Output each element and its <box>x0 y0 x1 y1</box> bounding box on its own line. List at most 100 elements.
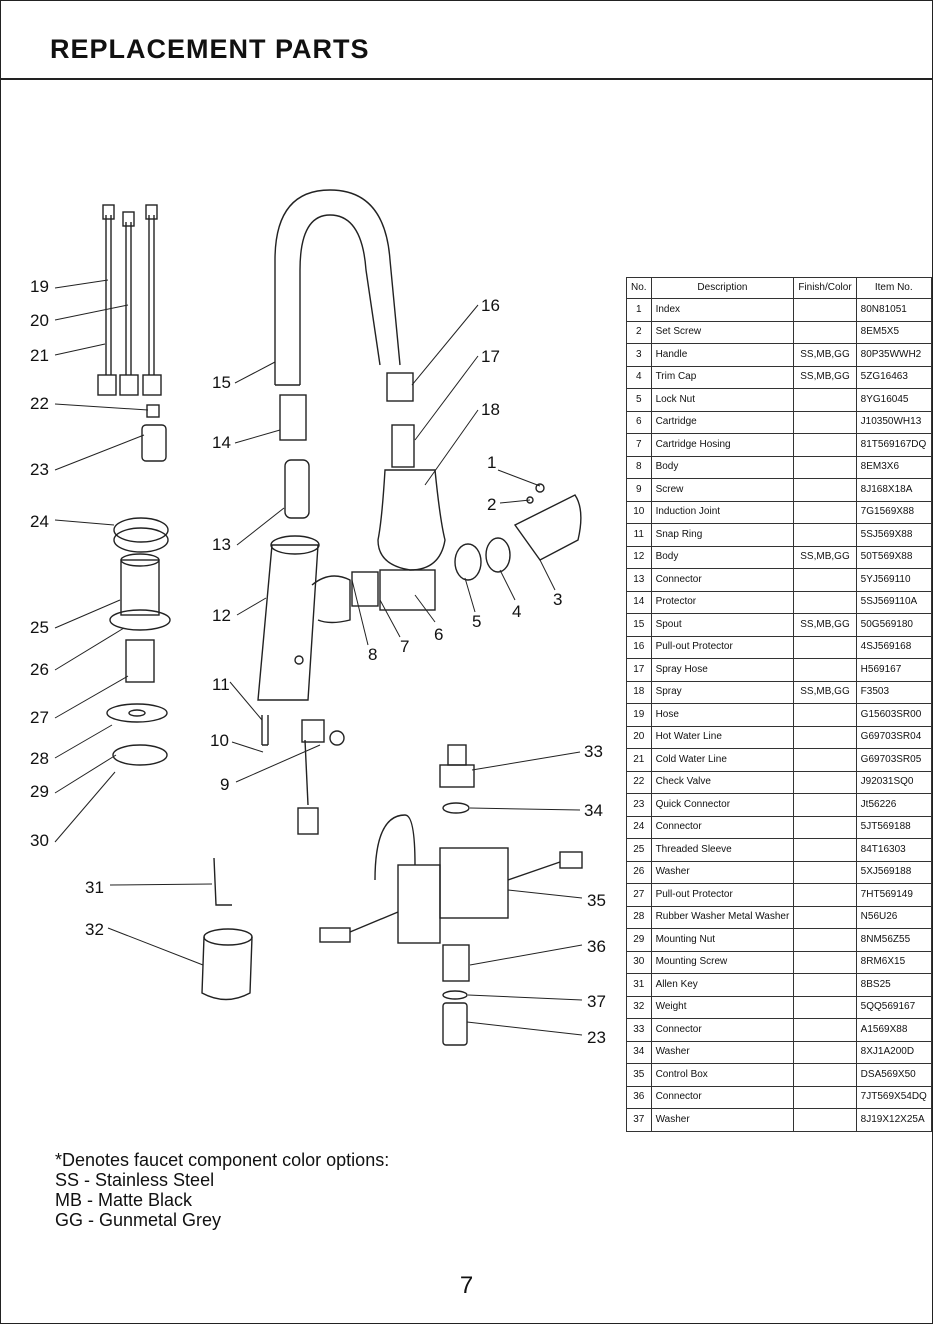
row-description: Lock Nut <box>650 388 795 412</box>
row-item-no: J92031SQ0 <box>855 770 932 794</box>
row-no: 30 <box>626 950 652 974</box>
row-description: Connector <box>650 1085 795 1109</box>
row-description: Induction Joint <box>650 500 795 524</box>
row-no: 5 <box>626 388 652 412</box>
callout-35: 35 <box>587 891 606 910</box>
row-finish <box>793 995 857 1019</box>
callout-29: 29 <box>30 782 49 801</box>
row-finish <box>793 500 857 524</box>
row-finish <box>793 568 857 592</box>
row-no: 20 <box>626 725 652 749</box>
row-item-no: J10350WH13 <box>855 410 932 434</box>
callout-17: 17 <box>481 347 500 366</box>
row-finish <box>793 928 857 952</box>
row-item-no: 8NM56Z55 <box>855 928 932 952</box>
callout-22: 22 <box>30 394 49 413</box>
row-finish <box>793 388 857 412</box>
callout-30: 30 <box>30 831 49 850</box>
row-no: 11 <box>626 523 652 547</box>
row-no: 2 <box>626 320 652 344</box>
row-no: 6 <box>626 410 652 434</box>
callout-33: 33 <box>584 742 603 761</box>
row-description: Control Box <box>650 1063 795 1087</box>
row-finish <box>793 478 857 502</box>
row-no: 32 <box>626 995 652 1019</box>
row-finish <box>793 1040 857 1064</box>
row-item-no: G15603SR00 <box>855 703 932 727</box>
row-no: 33 <box>626 1018 652 1042</box>
row-description: Washer <box>650 860 795 884</box>
parts-table-header: No. Description Finish/Color Item No. <box>626 277 932 299</box>
callout-7: 7 <box>400 637 409 656</box>
row-description: Spout <box>650 613 795 637</box>
row-description: Protector <box>650 590 795 614</box>
callout-2: 2 <box>487 495 496 514</box>
row-no: 36 <box>626 1085 652 1109</box>
row-description: Connector <box>650 568 795 592</box>
row-item-no: 80P35WWH2 <box>855 343 932 367</box>
row-description: Weight <box>650 995 795 1019</box>
row-no: 10 <box>626 500 652 524</box>
row-no: 18 <box>626 680 652 704</box>
row-description: Cartridge Hosing <box>650 433 795 457</box>
callout-18: 18 <box>481 400 500 419</box>
row-item-no: Jt56226 <box>855 793 932 817</box>
row-item-no: 50T569X88 <box>855 545 932 569</box>
row-item-no: 50G569180 <box>855 613 932 637</box>
callout-28: 28 <box>30 749 49 768</box>
row-item-no: 5ZG16463 <box>855 365 932 389</box>
callout-14: 14 <box>212 433 231 452</box>
row-item-no: 8YG16045 <box>855 388 932 412</box>
callout-19: 19 <box>30 277 49 296</box>
notes-heading: *Denotes faucet component color options: <box>55 1150 390 1170</box>
row-no: 26 <box>626 860 652 884</box>
callout-26: 26 <box>30 660 49 679</box>
callout-10: 10 <box>210 731 229 750</box>
exploded-parts-diagram: 19 20 21 22 23 24 25 26 27 28 29 30 31 3… <box>30 189 606 1047</box>
row-item-no: 8XJ1A200D <box>855 1040 932 1064</box>
row-finish <box>793 838 857 862</box>
row-description: Mounting Screw <box>650 950 795 974</box>
row-no: 24 <box>626 815 652 839</box>
callout-5: 5 <box>472 612 481 631</box>
row-item-no: 5SJ569110A <box>855 590 932 614</box>
row-no: 37 <box>626 1108 652 1132</box>
row-finish <box>793 1063 857 1087</box>
callout-11: 11 <box>212 675 230 694</box>
row-finish <box>793 883 857 907</box>
row-item-no: 5QQ569167 <box>855 995 932 1019</box>
callout-12: 12 <box>212 606 231 625</box>
page-title: REPLACEMENT PARTS <box>50 34 370 64</box>
row-item-no: 5XJ569188 <box>855 860 932 884</box>
row-no: 12 <box>626 545 652 569</box>
row-item-no: 8BS25 <box>855 973 932 997</box>
callout-20: 20 <box>30 311 49 330</box>
callout-21: 21 <box>30 346 49 365</box>
row-finish <box>793 433 857 457</box>
row-no: 35 <box>626 1063 652 1087</box>
row-description: Hose <box>650 703 795 727</box>
row-finish <box>793 815 857 839</box>
row-description: Washer <box>650 1040 795 1064</box>
row-description: Cartridge <box>650 410 795 434</box>
color-options-notes: *Denotes faucet component color options:… <box>55 1150 389 1230</box>
row-item-no: F3503 <box>855 680 932 704</box>
row-item-no: 7JT569X54DQ <box>855 1085 932 1109</box>
row-item-no: DSA569X50 <box>855 1063 932 1087</box>
